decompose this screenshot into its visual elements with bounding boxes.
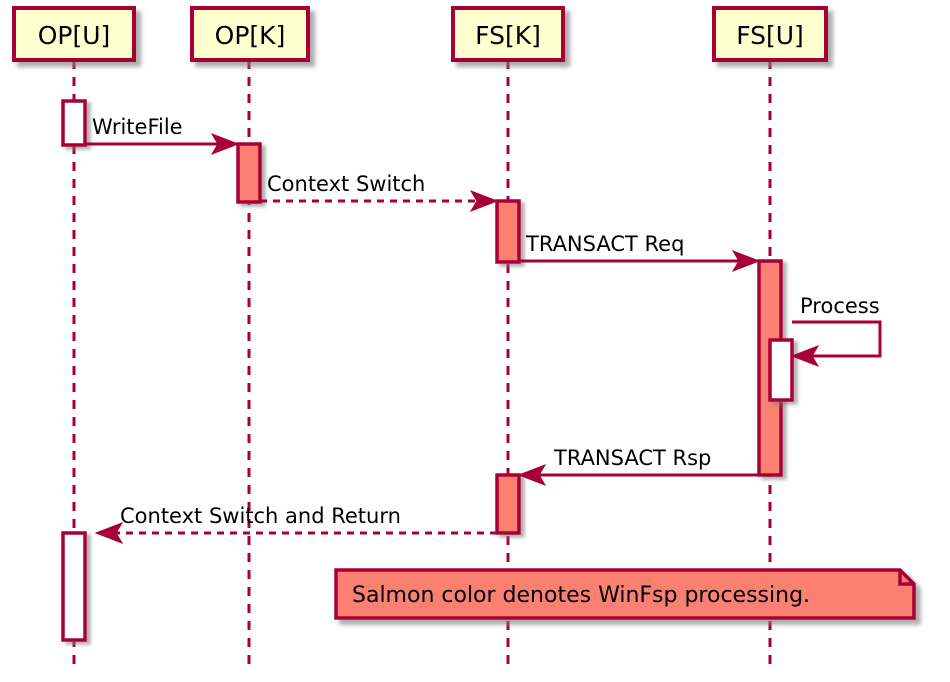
message-transact-req[interactable]: TRANSACT Req (519, 232, 761, 272)
message-context-switch[interactable]: Context Switch (260, 172, 499, 212)
participant-op-u[interactable]: OP[U] (12, 6, 136, 62)
message-process-line (792, 320, 882, 358)
participant-fs-k-label: FS[K] (475, 21, 541, 50)
message-transact-req-label: TRANSACT Req (525, 232, 684, 256)
participant-group: OP[U] OP[K] FS[K] FS[U] (12, 6, 828, 62)
participant-op-k-label: OP[K] (215, 21, 286, 50)
message-transact-req-arrowhead (731, 250, 761, 272)
message-process-label: Process (800, 294, 880, 318)
activation-op-u-writefile (61, 99, 87, 147)
message-context-switch-return-label: Context Switch and Return (120, 504, 401, 528)
message-transact-rsp-label: TRANSACT Rsp (553, 446, 711, 470)
message-context-switch-and-return[interactable]: Context Switch and Return (94, 504, 497, 544)
note-salmon-legend-text: Salmon color denotes WinFsp processing. (352, 583, 810, 608)
message-process[interactable]: Process (790, 294, 882, 367)
activation-fs-k-request (495, 199, 521, 264)
note-salmon-legend: Salmon color denotes WinFsp processing. (334, 568, 916, 620)
message-context-switch-arrowhead (469, 190, 499, 212)
message-transact-rsp-arrowhead (517, 464, 547, 486)
activation-group (61, 99, 794, 642)
participant-op-k[interactable]: OP[K] (190, 6, 310, 62)
message-writefile-arrowhead (210, 133, 240, 155)
activation-fs-k-response (495, 473, 521, 535)
participant-fs-u-box[interactable] (712, 6, 828, 62)
participant-fs-k-box[interactable] (451, 6, 565, 62)
participant-fs-k[interactable]: FS[K] (451, 6, 565, 62)
message-context-switch-return-arrowhead (94, 522, 124, 544)
message-context-switch-label: Context Switch (267, 172, 425, 196)
participant-op-k-box[interactable] (190, 6, 310, 62)
activation-fs-u-process (768, 338, 794, 402)
note-fold-corner-icon (898, 570, 914, 586)
participant-op-u-label: OP[U] (38, 21, 111, 50)
message-transact-rsp[interactable]: TRANSACT Rsp (517, 446, 759, 486)
participant-fs-u-label: FS[U] (736, 21, 804, 50)
activation-op-u-return (61, 531, 87, 642)
participant-op-u-box[interactable] (12, 6, 136, 62)
activation-op-k-handler (236, 142, 262, 204)
message-process-arrowhead (790, 345, 820, 367)
message-writefile[interactable]: WriteFile (85, 115, 240, 155)
message-writefile-label: WriteFile (92, 115, 183, 139)
participant-fs-u[interactable]: FS[U] (712, 6, 828, 62)
note-salmon-legend-body (334, 568, 916, 620)
